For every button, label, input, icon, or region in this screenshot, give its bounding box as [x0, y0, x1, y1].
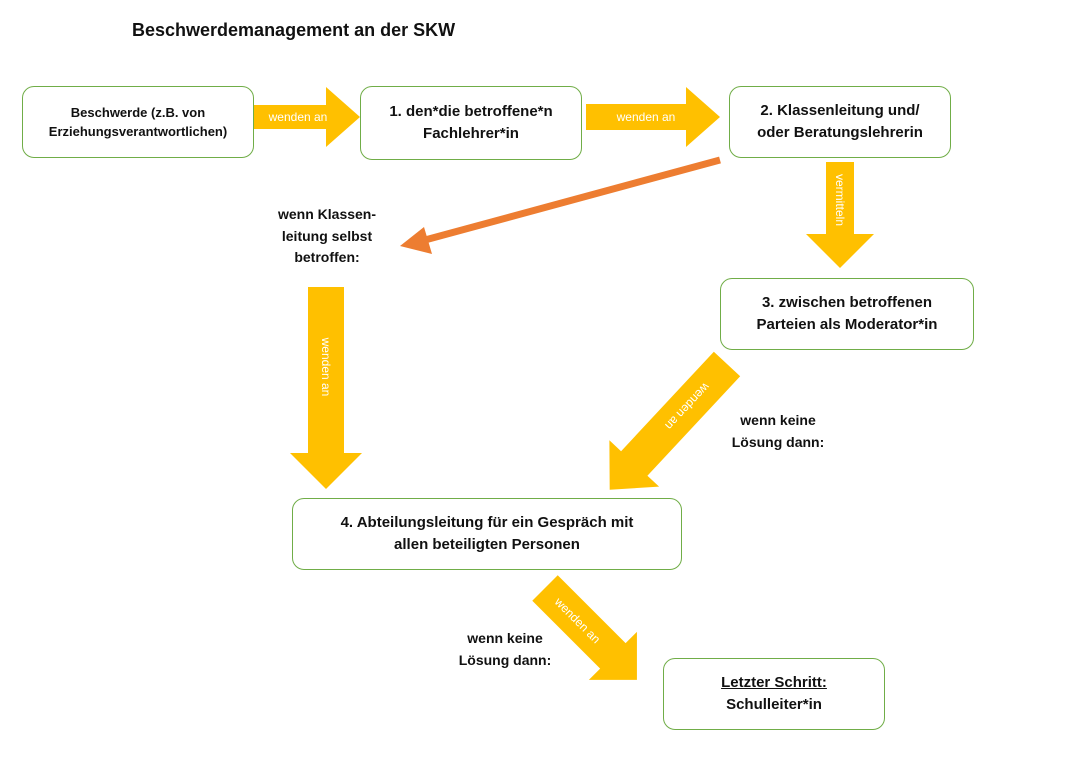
node-final-principal: Letzter Schritt: Schulleiter*in: [663, 658, 885, 730]
node-step3-line-2: Parteien als Moderator*in: [756, 316, 938, 333]
node-final-line-1: Letzter Schritt:: [721, 673, 827, 691]
arrow-label-note-to-step4: wenden an: [319, 337, 333, 397]
arrow-start-to-step1: wenden an: [254, 87, 360, 147]
arrow-step2-to-step3: vermitteln: [806, 162, 874, 268]
arrow-step2-to-note: [400, 156, 721, 254]
node-step4-line-1: 4. Abteilungsleitung für ein Gespräch mi…: [340, 513, 634, 531]
node-start-complaint: Beschwerde (z.B. von Erziehungsverantwor…: [22, 86, 254, 158]
note-no-solution-1-line-2: Lösung dann:: [731, 433, 825, 450]
note-no-solution-1-line-1: wenn keine: [740, 412, 816, 428]
note-class-lead-affected: wenn Klassen- leitung selbst betroffen:: [262, 204, 392, 269]
node-step1-teacher: 1. den*die betroffene*n Fachlehrer*in: [360, 86, 582, 160]
arrow-label-start-to-step1: wenden an: [268, 110, 328, 124]
note-class-lead-line-2: leitung selbst: [281, 227, 373, 244]
node-step4-line-2: allen beteiligten Personen: [394, 536, 580, 553]
note-class-lead-line-3: betroffen:: [294, 249, 360, 266]
node-step4-department-head: 4. Abteilungsleitung für ein Gespräch mi…: [292, 498, 682, 570]
note-class-lead-line-1: wenn Klassen-: [277, 206, 377, 222]
node-step2-line-2: oder Beratungslehrerin: [757, 124, 923, 141]
arrow-note-to-step4: wenden an: [290, 287, 362, 489]
arrow-label-step1-to-step2: wenden an: [616, 110, 676, 124]
node-step1-line-2: Fachlehrer*in: [423, 125, 519, 142]
arrow-label-step2-to-step3: vermitteln: [833, 174, 847, 226]
node-start-line-2: Erziehungsverantwortlichen): [48, 124, 228, 139]
node-final-line-2: Schulleiter*in: [726, 696, 822, 713]
note-no-solution-2-line-1: wenn keine: [467, 630, 543, 646]
note-no-solution-2-line-2: Lösung dann:: [458, 651, 552, 668]
node-step3-line-1: 3. zwischen betroffenen: [761, 293, 933, 311]
node-step3-moderator: 3. zwischen betroffenen Parteien als Mod…: [720, 278, 974, 350]
note-no-solution-2: wenn keine Lösung dann:: [440, 628, 570, 671]
note-no-solution-1: wenn keine Lösung dann:: [718, 410, 838, 453]
node-step2-line-1: 2. Klassenleitung und/: [760, 101, 920, 119]
node-start-line-1: Beschwerde (z.B. von: [70, 104, 206, 120]
page-title: Beschwerdemanagement an der SKW: [132, 20, 456, 40]
node-step2-class-lead: 2. Klassenleitung und/ oder Beratungsleh…: [729, 86, 951, 158]
node-step1-line-1: 1. den*die betroffene*n: [389, 102, 553, 120]
arrow-step1-to-step2: wenden an: [586, 87, 720, 147]
